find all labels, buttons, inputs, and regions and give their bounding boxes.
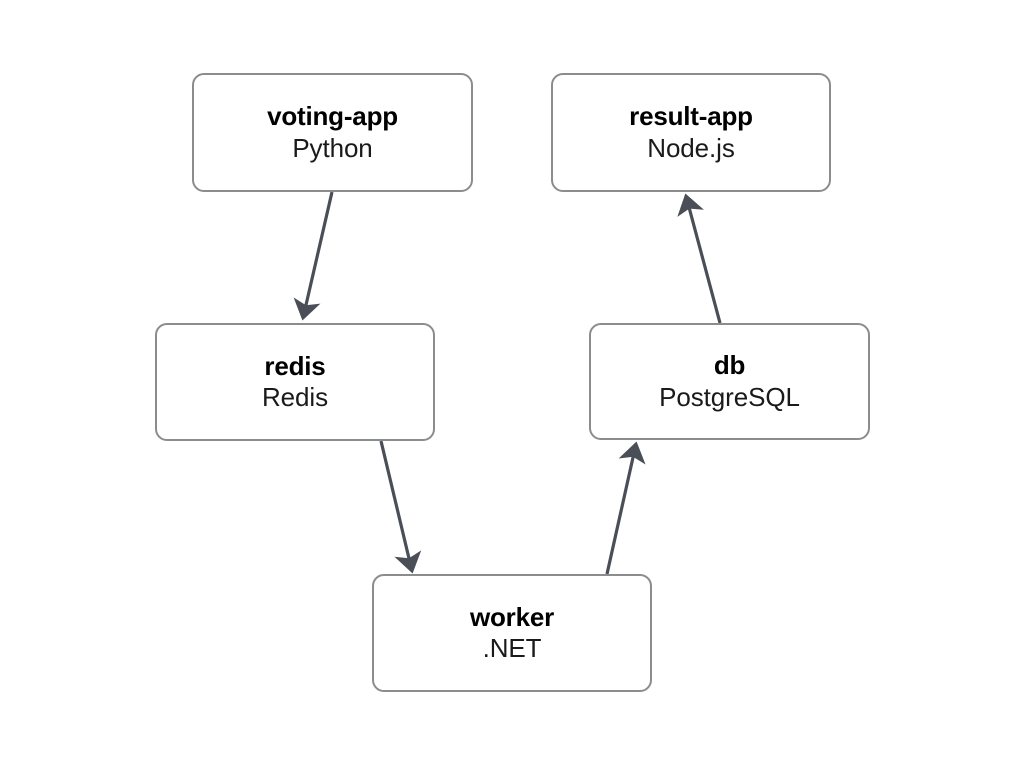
node-title: worker bbox=[469, 601, 555, 632]
node-db[interactable]: db PostgreSQL bbox=[589, 323, 870, 440]
node-title: result-app bbox=[629, 101, 753, 132]
node-title: db bbox=[713, 350, 746, 381]
node-subtitle: PostgreSQL bbox=[659, 381, 800, 412]
edge-voting-app-to-redis bbox=[293, 191, 334, 321]
node-subtitle: Python bbox=[292, 132, 373, 163]
node-result-app[interactable]: result-app Node.js bbox=[551, 73, 831, 192]
node-subtitle: .NET bbox=[482, 633, 542, 664]
node-subtitle: Redis bbox=[262, 382, 328, 413]
node-title: redis bbox=[264, 350, 326, 381]
node-voting-app[interactable]: voting-app Python bbox=[192, 73, 473, 192]
node-subtitle: Node.js bbox=[647, 132, 735, 163]
edge-worker-to-db bbox=[605, 441, 646, 575]
node-title: voting-app bbox=[267, 101, 398, 132]
edge-redis-to-worker bbox=[379, 440, 422, 574]
edge-db-to-result-app bbox=[677, 193, 722, 324]
node-redis[interactable]: redis Redis bbox=[155, 323, 435, 441]
node-worker[interactable]: worker .NET bbox=[372, 574, 652, 692]
